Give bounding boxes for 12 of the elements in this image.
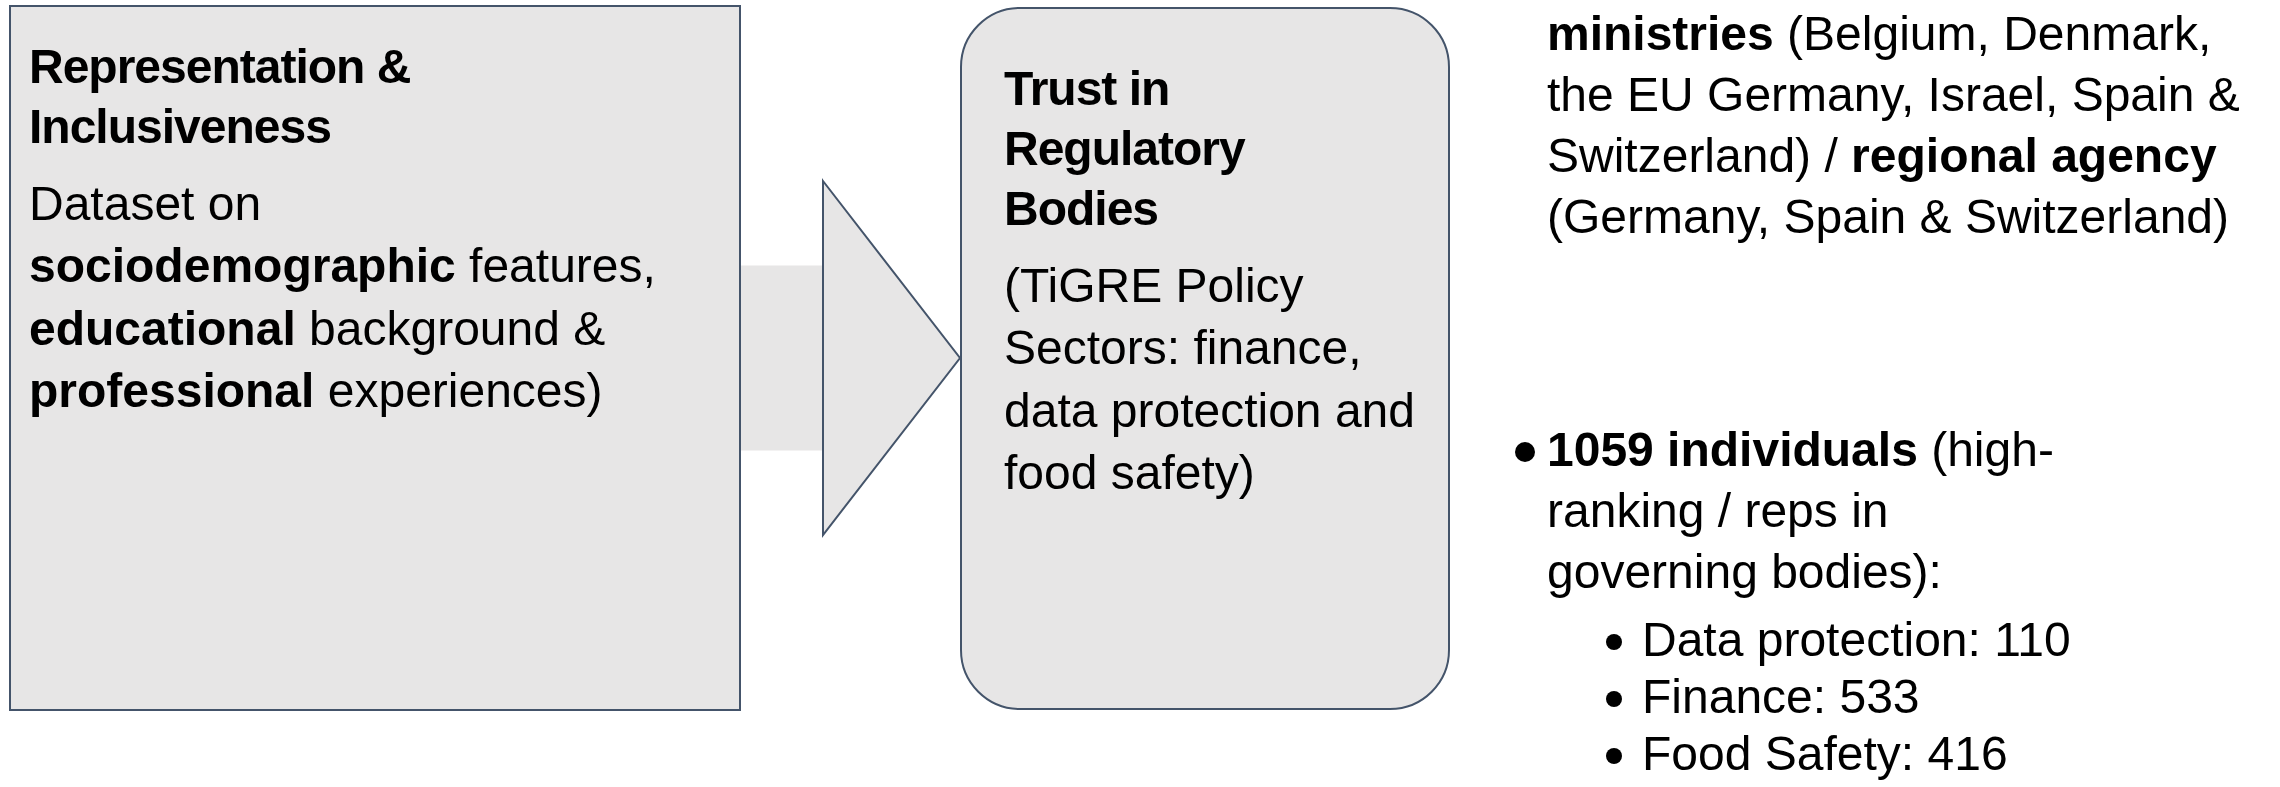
node-title: Trust in Regulatory Bodies bbox=[1004, 61, 1247, 237]
node-text: Dataset on sociodemographic features, educational background & professional experiences) bbox=[29, 176, 657, 420]
block-arrow bbox=[741, 180, 961, 536]
note-text: Food Safety: 416 bbox=[1642, 726, 2009, 782]
note-text: 1059 individuals (high-ranking / reps in governing bodies): bbox=[1547, 422, 2055, 600]
node-title: Representation & Inclusiveness bbox=[29, 39, 412, 155]
note-text: ministries (Belgium, Denmark, the EU Germany, Israel, Spain & Switzerland) / regional agency (Germany, Spain & Switzerland) bbox=[1547, 6, 2241, 245]
node-text: (TiGRE Policy Sectors: finance, data protection and food safety) bbox=[1004, 258, 1416, 502]
note-text: Data protection: 110 bbox=[1642, 612, 2072, 668]
process-box bbox=[9, 5, 741, 711]
note-text: Finance: 533 bbox=[1642, 669, 1921, 725]
rounded-box bbox=[960, 7, 1450, 710]
